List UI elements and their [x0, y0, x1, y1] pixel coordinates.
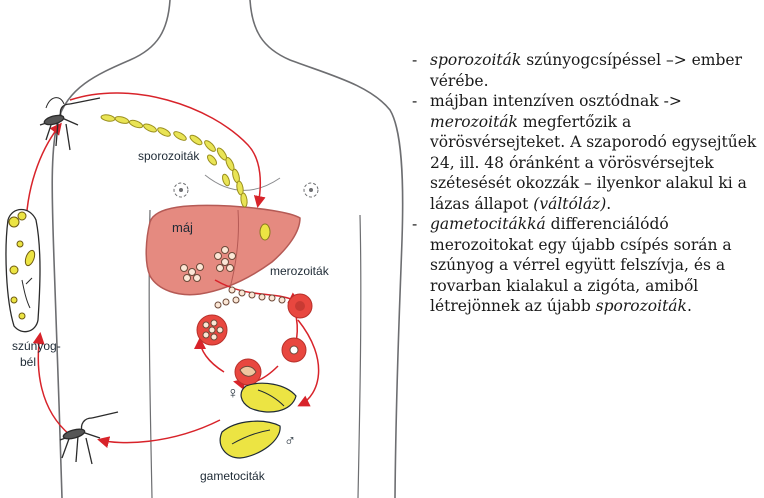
label-mosquito-gut-2: bél: [20, 355, 36, 369]
nipple-right-icon: [303, 182, 319, 198]
label-gametocytes: gametociták: [200, 469, 266, 483]
liver-schizont-2: [214, 246, 236, 272]
arrow-mosquito-to-gut: [32, 332, 71, 436]
mosquito-bottom-icon: [59, 411, 119, 465]
bullet-2-part-1: májban intenzíven osztódnak ->: [430, 92, 682, 110]
gallbladder: [259, 223, 271, 241]
gametocyte-female: [240, 382, 297, 413]
arrow-blood-cycle-3: [194, 337, 225, 373]
label-mosquito-gut-1: szúnyog-: [12, 339, 61, 353]
gut-branches: [21, 277, 33, 309]
mosquito-top-icon: [39, 97, 101, 151]
arrow-to-mosquito-bottom: [97, 419, 221, 448]
label-sporozoites: sporozoiták: [138, 149, 200, 163]
bullet-3-part-3: sporozoiták: [595, 297, 687, 315]
bullet-1-part-1: sporozoiták: [430, 51, 522, 69]
bullet-1-part-2: szúnyogcsípéssel –> ember vérébe.: [430, 51, 742, 90]
bullet-2-part-2: merozoiták: [430, 112, 518, 131]
life-cycle-diagram: máj sporozoiták mer: [5, 0, 404, 498]
merozoite-chain: [214, 286, 286, 309]
rbc-3-trophozoite: [234, 358, 262, 386]
rbc-2: [281, 337, 307, 363]
liver-lobe-line: [229, 209, 239, 289]
bullet-1: - sporozoiták szúnyogcsípéssel –> ember …: [412, 51, 742, 90]
bullet-2-part-4: (váltóláz): [533, 194, 607, 213]
explanation-panel: - sporozoiták szúnyogcsípéssel –> ember …: [412, 50, 762, 317]
bullet-3: - gametocitákká differenciálódó merozoit…: [412, 215, 732, 315]
arm-line-right: [357, 214, 362, 498]
liver-schizont-1: [180, 263, 204, 282]
malaria-life-cycle-figure: máj sporozoiták mer: [5, 0, 404, 498]
bullet-2-part-5: .: [606, 194, 612, 213]
bullet-2: - májban intenzíven osztódnak -> merozoi…: [412, 92, 757, 213]
bullet-3-part-4: .: [686, 297, 692, 315]
sporozoite-cluster: [100, 114, 248, 208]
bullet-3-part-2: differenciálódó merozoitokat egy újabb c…: [430, 215, 732, 315]
rbc-1: [287, 293, 313, 319]
gut-oocysts: [8, 211, 36, 320]
rbc-4-schizont: [196, 314, 228, 346]
explanation-list: - sporozoiták szúnyogcsípéssel –> ember …: [412, 50, 762, 317]
label-liver: máj: [172, 220, 193, 235]
bullet-2-part-3: megfertőzik a vörösvérsejteket. A szapor…: [430, 112, 757, 213]
gametocyte-male: [219, 420, 281, 459]
human-body-outline: [51, 0, 404, 498]
male-symbol: ♂: [284, 433, 296, 450]
label-merozoites: merozoiták: [270, 264, 330, 278]
arrow-to-gametocytes: [297, 319, 320, 407]
arrow-mosquito-to-liver: [69, 92, 266, 208]
bullet-3-part-1: gametocitákká: [430, 215, 546, 233]
nipple-left-icon: [173, 182, 189, 198]
female-symbol: ♀: [227, 385, 239, 402]
